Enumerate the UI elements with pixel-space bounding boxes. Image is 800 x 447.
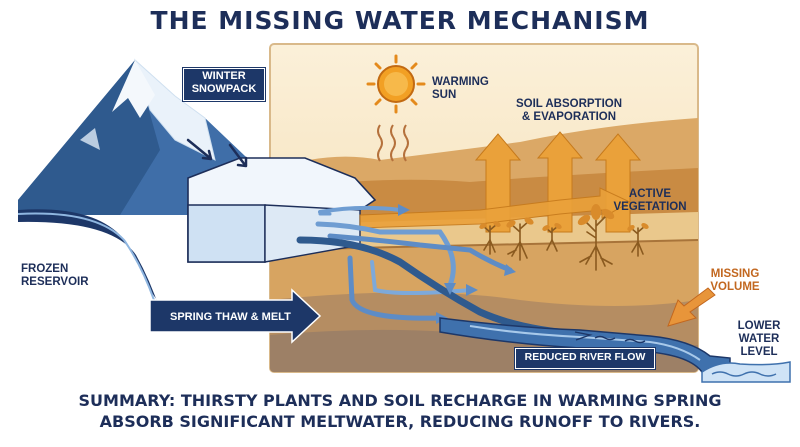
snowpack [187,157,377,263]
spring-thaw-label: SPRING THAW & MELT [170,311,291,323]
summary-line-1: SUMMARY: THIRSTY PLANTS AND SOIL RECHARG… [78,391,722,410]
missing-volume-label: MISSING VOLUME [710,268,760,293]
plant-icon [579,213,613,271]
heat-waves-icon [377,124,409,162]
lower-water-pool [701,361,791,383]
flow-arrowheads [398,204,516,324]
sun-icon [366,54,426,114]
plant-leaves [479,204,649,231]
summary-line-2: ABSORB SIGNIFICANT MELTWATER, REDUCING R… [99,412,701,431]
summary-text: SUMMARY: THIRSTY PLANTS AND SOIL RECHARG… [0,390,800,432]
winter-snowpack-label: WINTER SNOWPACK [183,68,265,101]
reduced-river-flow-label: REDUCED RIVER FLOW [515,348,655,369]
lower-water-level-label: LOWER WATER LEVEL [737,320,781,358]
page-title: THE MISSING WATER MECHANISM [150,6,650,35]
evaporation-arrows [359,131,642,233]
snowpack-arrows [186,138,248,168]
missing-volume-arrow [667,287,716,327]
active-vegetation-label: ACTIVE VEGETATION [613,188,687,213]
evaporation-flow-arrow [359,187,632,229]
frozen-reservoir-label: FROZEN RESERVOIR [21,263,89,288]
warming-sun-label: WARMING SUN [432,76,489,101]
soil-absorption-label: SOIL ABSORPTION & EVAPORATION [515,98,623,123]
spring-thaw-arrow [149,288,322,344]
